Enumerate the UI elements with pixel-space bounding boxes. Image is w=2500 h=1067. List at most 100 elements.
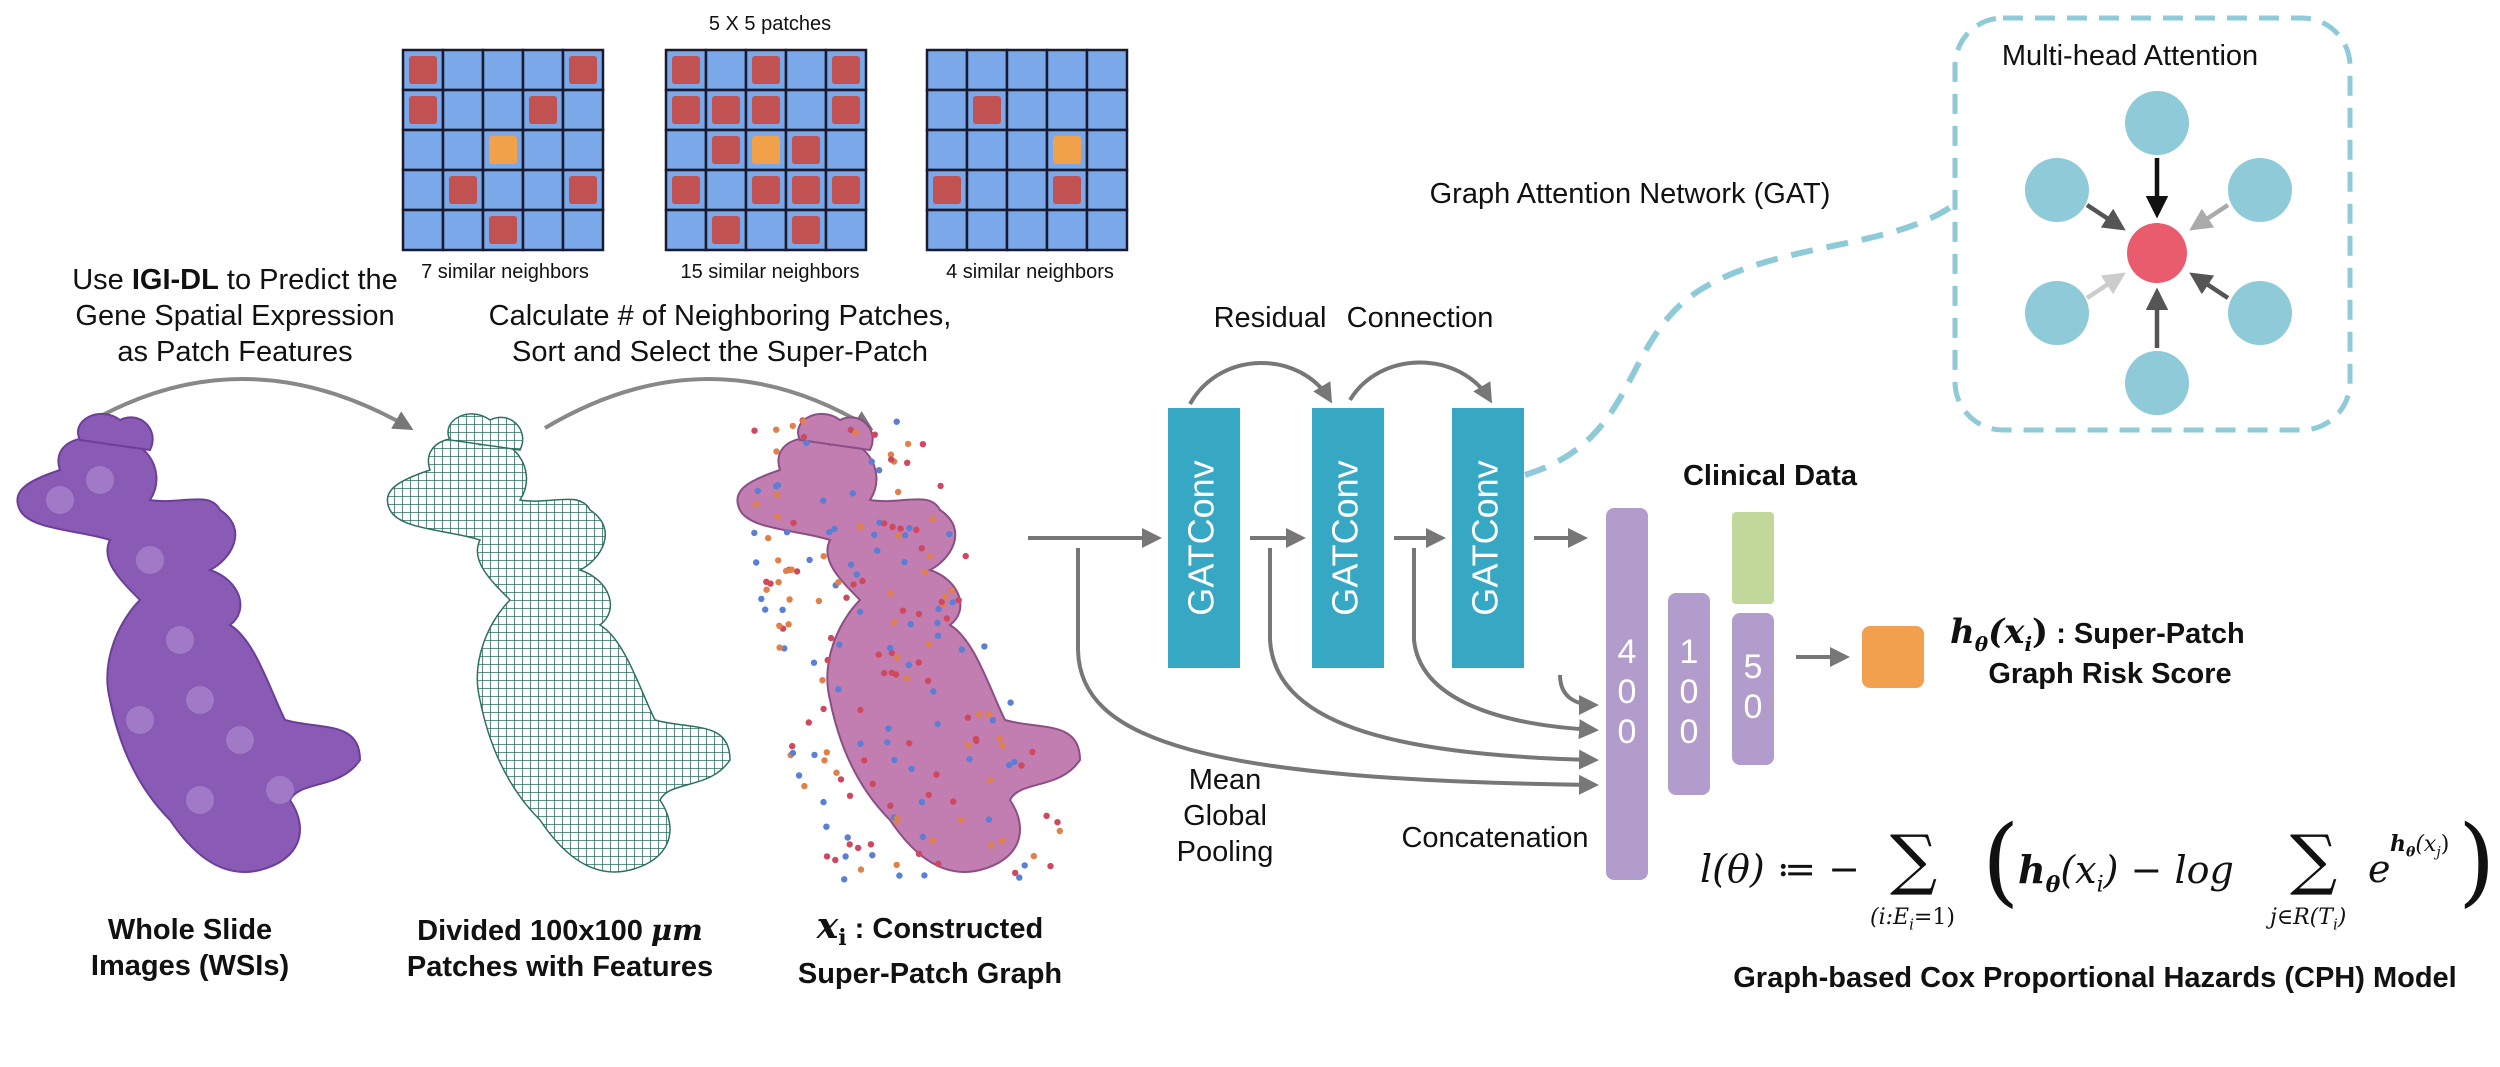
- graph-node: [836, 641, 843, 648]
- graph-node: [915, 659, 922, 666]
- graph-node: [841, 876, 848, 883]
- concatenation-label: Concatenation: [1401, 822, 1589, 854]
- curved-arrow-step1: [78, 377, 414, 430]
- connection-label: Connection: [1346, 302, 1494, 334]
- graph-node: [774, 491, 781, 499]
- wsi-texture: [166, 626, 194, 654]
- graph-node: [1011, 758, 1018, 766]
- graph-node: [806, 556, 813, 564]
- graph-node: [820, 798, 827, 806]
- curved-arrow-step2: [543, 377, 874, 431]
- mlp-layer-digit: 1: [1680, 633, 1699, 671]
- graph-node: [987, 776, 994, 784]
- graph-node: [885, 725, 892, 732]
- grid-cell: [744, 208, 788, 252]
- graph-node: [847, 561, 855, 568]
- graph-node: [857, 706, 864, 714]
- graph-node: [899, 607, 907, 614]
- graph-node: [820, 705, 827, 713]
- divided-patches-image: [386, 413, 731, 873]
- grid-cell: [664, 208, 708, 252]
- graph-node: [785, 621, 792, 628]
- graph-node: [901, 558, 908, 566]
- graph-node: [891, 756, 898, 764]
- graph-node: [786, 596, 793, 603]
- mlp-layer-digit: 5: [1744, 648, 1763, 686]
- graph-node: [895, 532, 902, 539]
- multi-head-attention-box: [1952, 15, 2353, 433]
- whole-slide-image: [16, 413, 362, 873]
- attention-neighbor-node: [2228, 158, 2292, 222]
- graph-node: [976, 710, 983, 718]
- residual-arrow-1: [1188, 361, 1333, 405]
- graph-node: [795, 772, 803, 779]
- grid-cell: [1005, 128, 1049, 172]
- graph-node: [906, 524, 913, 532]
- graph-node: [925, 791, 932, 799]
- risk-score-block: [1862, 626, 1924, 688]
- graph-node: [894, 654, 901, 661]
- grid-cell: [1045, 88, 1089, 132]
- grid-cell: [1085, 128, 1129, 172]
- attention-neighbor-node: [2125, 351, 2189, 415]
- step2-label: Calculate # of Neighboring Patches, Sort…: [488, 300, 952, 368]
- graph-node: [949, 599, 956, 606]
- graph-node: [942, 593, 949, 600]
- gatconv-block-1: GATConv: [1168, 408, 1240, 668]
- gat-title: Graph Attention Network (GAT): [1429, 178, 1831, 210]
- grid-cell: [1045, 48, 1089, 92]
- graph-node: [783, 529, 791, 536]
- grid-cell: [481, 88, 525, 132]
- graph-node: [853, 571, 860, 578]
- grid-cell-similar: [752, 96, 780, 124]
- graph-node: [854, 844, 862, 852]
- grid-cell-similar: [832, 176, 860, 204]
- graph-node: [823, 749, 830, 756]
- graph-node: [868, 458, 875, 465]
- graph-node: [938, 598, 945, 606]
- graph-node: [758, 595, 765, 603]
- divided-tissue-lobe: [447, 413, 524, 451]
- graph-node: [789, 422, 796, 430]
- wsi-tissue-body: [16, 437, 362, 873]
- graph-node: [810, 659, 818, 666]
- graph-node: [958, 646, 965, 653]
- graph-node: [861, 757, 868, 764]
- graph-node: [1012, 869, 1019, 877]
- superpatch-tissue-body: [736, 437, 1082, 873]
- grid-cell: [925, 128, 969, 172]
- graph-node: [815, 597, 823, 605]
- graph-node: [985, 816, 993, 823]
- graph-node: [856, 608, 864, 616]
- grid-cell-similar: [832, 56, 860, 84]
- graph-node: [1043, 812, 1050, 819]
- grid-cell-similar: [792, 136, 820, 164]
- graph-node: [881, 520, 888, 527]
- graph-node: [904, 459, 911, 466]
- grid-cell-similar: [569, 176, 597, 204]
- graph-node: [763, 578, 770, 585]
- graph-node: [934, 720, 941, 728]
- graph-node: [887, 802, 894, 809]
- graph-node: [869, 852, 876, 859]
- attention-arrow: [2189, 272, 2230, 300]
- graph-node: [824, 656, 831, 664]
- graph-node: [843, 594, 850, 601]
- pool-arrow-3: [1558, 674, 1599, 715]
- graph-node: [986, 711, 993, 718]
- grid-cell: [1005, 48, 1049, 92]
- grid-cell: [561, 88, 605, 132]
- graph-node: [894, 815, 901, 822]
- mlp-layer-3: 50: [1732, 613, 1774, 765]
- grid-cell-similar: [752, 56, 780, 84]
- graph-node: [887, 644, 894, 652]
- grid-cell: [704, 48, 748, 92]
- graph-node: [915, 610, 923, 618]
- graph-node: [774, 513, 781, 520]
- graph-node: [926, 640, 933, 648]
- graph-node: [996, 735, 1003, 742]
- wsi-texture: [186, 786, 214, 814]
- mlp-layer-rect: [1606, 508, 1648, 880]
- divided-tissue-body: [386, 437, 731, 873]
